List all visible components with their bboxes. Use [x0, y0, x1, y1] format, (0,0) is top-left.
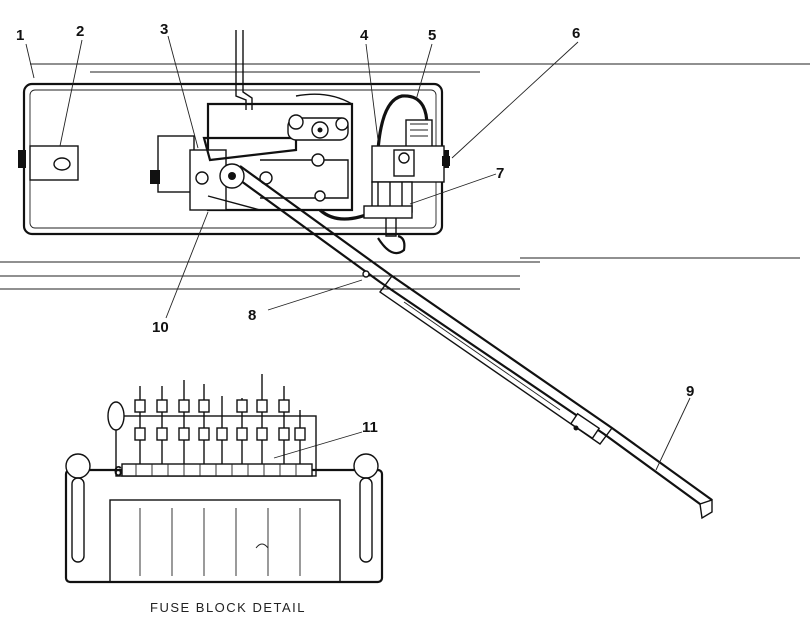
control-rod — [235, 30, 253, 110]
callout-3: 3 — [160, 21, 168, 38]
fuse-block-caption: FUSE BLOCK DETAIL — [150, 600, 306, 615]
mounting-surface-lines — [0, 63, 810, 290]
fuse-block-detail: 6 FUSE BLOCK DETAIL — [64, 374, 384, 615]
mounting-foot — [363, 205, 413, 255]
fuse-block-index-label: 6 — [114, 463, 122, 480]
operating-arm — [219, 163, 713, 520]
callout-11: 11 — [362, 419, 378, 436]
callout-7: 7 — [496, 165, 504, 182]
callout-6: 6 — [572, 25, 580, 42]
callout-9: 9 — [686, 383, 694, 400]
relay-module — [371, 145, 450, 213]
callout-4: 4 — [360, 27, 369, 44]
actuator-mechanism — [150, 93, 354, 212]
callout-2: 2 — [76, 23, 84, 40]
callout-5: 5 — [428, 27, 436, 44]
leader-lines — [25, 35, 691, 471]
callout-1: 1 — [16, 27, 24, 44]
mounting-bracket — [29, 145, 79, 181]
callout-8: 8 — [248, 307, 256, 324]
fuse-row — [134, 374, 306, 464]
callout-10: 10 — [152, 319, 169, 336]
callout-labels: 1 2 3 4 5 6 7 8 9 10 11 — [16, 21, 694, 436]
